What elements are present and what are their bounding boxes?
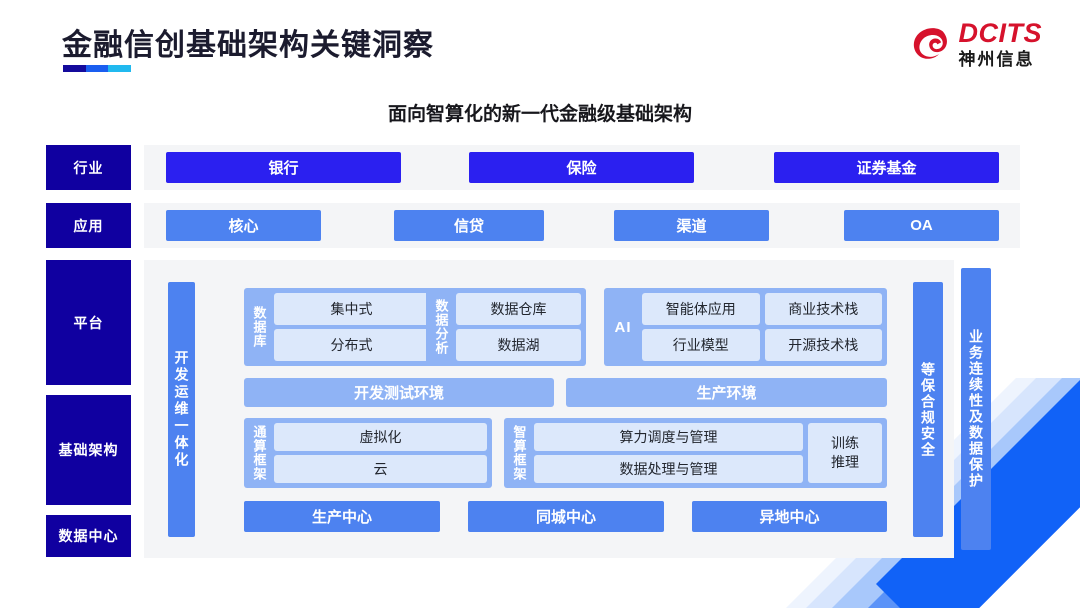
group-label-database: 数据库 (251, 306, 267, 348)
group-label-ai: AI (614, 318, 632, 336)
page-title: 金融信创基础架构关键洞察 (62, 29, 434, 62)
data-analysis-cell-lake[interactable]: 数据湖 (456, 329, 581, 361)
intelligent-compute-cell-scheduling[interactable]: 算力调度与管理 (534, 423, 803, 451)
rail-label-platform: 平台 (46, 260, 131, 385)
general-compute-cell-virtualization[interactable]: 虚拟化 (274, 423, 487, 451)
environment-bar-dev-test[interactable]: 开发测试环境 (244, 378, 554, 407)
application-item-channel[interactable]: 渠道 (614, 210, 769, 241)
slide-header: 金融信创基础架构关键洞察 DCITS 神州信息 (0, 0, 1080, 92)
title-underline-rule (63, 65, 132, 72)
infrastructure-group-intelligent-compute[interactable]: 智算框架 算力调度与管理 数据处理与管理 训练 推理 (504, 418, 887, 488)
ai-cell-industry-model[interactable]: 行业模型 (642, 329, 760, 361)
rail-label-industry: 行业 (46, 145, 131, 190)
application-row-panel: 核心 信贷 渠道 OA (144, 203, 1020, 248)
logo-text-cn: 神州信息 (958, 50, 1035, 69)
ai-cell-agent-application[interactable]: 智能体应用 (642, 293, 760, 325)
platform-infrastructure-panel: 数据库 集中式 分布式 数据分析 数据仓库 数据湖 AI 智能体 (144, 260, 954, 558)
diagram-subtitle: 面向智算化的新一代金融级基础架构 (387, 104, 692, 125)
application-item-core[interactable]: 核心 (166, 210, 321, 241)
platform-group-ai[interactable]: AI 智能体应用 行业模型 商业技术栈 开源技术栈 (604, 288, 887, 366)
datacenter-item-remote[interactable]: 异地中心 (692, 501, 887, 532)
industry-item-securities-fund[interactable]: 证券基金 (774, 152, 999, 183)
application-item-credit[interactable]: 信贷 (394, 210, 544, 241)
database-cell-centralized[interactable]: 集中式 (274, 293, 429, 325)
group-label-data-analysis: 数据分析 (433, 299, 449, 355)
data-analysis-cell-warehouse[interactable]: 数据仓库 (456, 293, 581, 325)
datacenter-item-same-city[interactable]: 同城中心 (468, 501, 664, 532)
architecture-diagram: 行业 应用 平台 基础架构 数据中心 银行 保险 证券基金 核心 信贷 渠道 O… (0, 140, 1080, 570)
platform-group-database[interactable]: 数据库 集中式 分布式 (244, 288, 434, 366)
ai-cell-commercial-stack[interactable]: 商业技术栈 (764, 293, 882, 325)
environment-bar-production[interactable]: 生产环境 (566, 378, 887, 407)
industry-item-insurance[interactable]: 保险 (469, 152, 694, 183)
group-label-general-compute: 通算框架 (251, 425, 267, 481)
side-bar-business-continuity[interactable]: 业务连续性及数据保护 (961, 268, 991, 550)
industry-item-bank[interactable]: 银行 (166, 152, 401, 183)
side-bar-security-compliance[interactable]: 等保合规安全 (913, 282, 943, 537)
infrastructure-group-general-compute[interactable]: 通算框架 虚拟化 云 (244, 418, 492, 488)
logo-text-en: DCITS (958, 18, 1042, 48)
devops-vertical-bar[interactable]: 开发运维一体化 (168, 282, 195, 537)
application-item-oa[interactable]: OA (844, 210, 999, 241)
rail-label-datacenter: 数据中心 (46, 515, 131, 557)
group-label-intelligent-compute: 智算框架 (511, 425, 527, 481)
dcits-swoosh-icon (913, 28, 947, 59)
ai-cell-opensource-stack[interactable]: 开源技术栈 (764, 329, 882, 361)
rail-label-infrastructure: 基础架构 (46, 395, 131, 505)
industry-row-panel: 银行 保险 证券基金 (144, 145, 1020, 190)
platform-group-data-analysis[interactable]: 数据分析 数据仓库 数据湖 (426, 288, 586, 366)
general-compute-cell-cloud[interactable]: 云 (274, 455, 487, 483)
database-cell-distributed[interactable]: 分布式 (274, 329, 429, 361)
brand-logo: DCITS 神州信息 (910, 20, 1043, 68)
rail-label-application: 应用 (46, 203, 131, 248)
intelligent-compute-cell-data-processing[interactable]: 数据处理与管理 (534, 455, 803, 483)
intelligent-compute-cell-train-inference[interactable]: 训练 推理 (808, 423, 882, 483)
datacenter-item-production[interactable]: 生产中心 (244, 501, 440, 532)
